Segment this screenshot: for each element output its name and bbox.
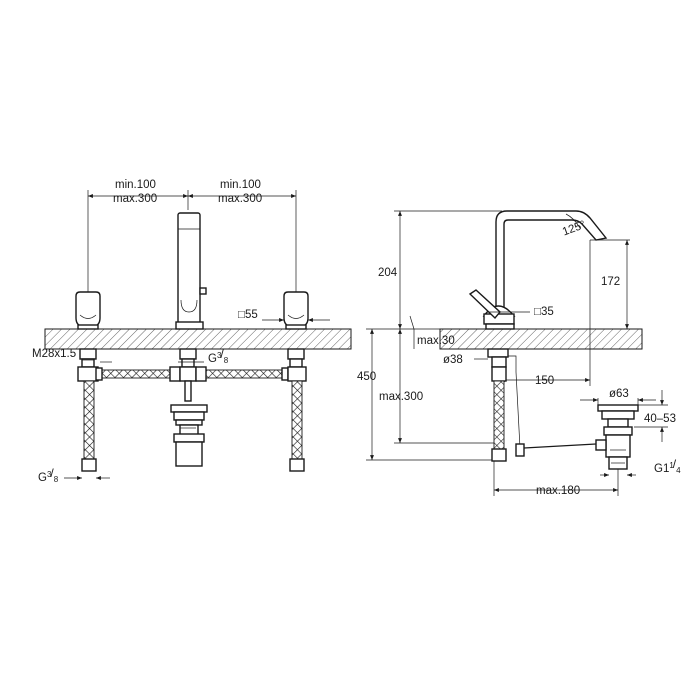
side-view: 204 172 125° □35 max.30 ø38: [357, 210, 681, 497]
left-shank: [79, 348, 97, 368]
left-handle: [75, 291, 101, 330]
side-shank-nut: [491, 356, 507, 368]
deck-thickness-label: max.30: [417, 335, 455, 347]
nut: [287, 366, 307, 382]
spout-body: [175, 212, 207, 330]
rod-length-label: max.180: [536, 485, 580, 497]
hole-diameter-label: ø38: [443, 354, 463, 366]
side-nut: [491, 366, 507, 382]
popup-linkage: [523, 443, 597, 449]
waste-assembly: [595, 404, 639, 470]
side-end-nut: [491, 448, 507, 462]
projection-label: 150: [535, 375, 554, 387]
outlet-height-label: 172: [601, 276, 620, 288]
right-handle: [283, 291, 309, 330]
waste-height-label: 40–53: [644, 413, 676, 425]
spout-height-label: 204: [378, 267, 398, 279]
popup-rod: [184, 380, 192, 402]
connection-center-label: G3/8: [208, 347, 229, 365]
center-shank: [179, 348, 197, 368]
nut: [179, 366, 197, 382]
front-waste: [170, 404, 208, 467]
hose-right-crossover-braid: [206, 370, 284, 378]
nut: [281, 367, 289, 381]
handle-square-label: □55: [238, 309, 258, 321]
nut: [195, 366, 207, 382]
nut: [169, 366, 181, 382]
end-nut-right: [289, 458, 305, 472]
total-below-label: 450: [357, 371, 376, 383]
left-spacing-max-label: max.300: [113, 193, 157, 205]
thread-label: M28x1.5: [32, 348, 76, 360]
nut: [77, 366, 99, 382]
deck-leader: [409, 315, 415, 330]
hose-length-label: max.300: [379, 391, 423, 403]
waste-diameter-label: ø63: [609, 388, 629, 400]
right-spacing-max-label: max.300: [218, 193, 262, 205]
right-spacing-min-label: min.100: [220, 179, 261, 191]
right-shank: [287, 348, 305, 368]
connection-left-label: G3/8: [38, 466, 59, 484]
end-nut-left: [81, 458, 97, 472]
popup-rod-clip: [515, 443, 525, 457]
spout-angle-label: 125°: [561, 219, 587, 238]
popup-rod-side: [508, 355, 521, 449]
waste-thread-label: G11/4: [654, 457, 681, 475]
front-view: min.100 max.300 min.100 max.300 □55: [32, 179, 352, 484]
nut: [95, 367, 103, 381]
side-shank: [487, 348, 509, 358]
deck-slab-front: [44, 328, 352, 350]
side-handle-square-label: □35: [534, 306, 554, 318]
hose-left-crossover-braid: [100, 370, 178, 378]
left-spacing-min-label: min.100: [115, 179, 156, 191]
deck-slab-side: [439, 328, 643, 350]
